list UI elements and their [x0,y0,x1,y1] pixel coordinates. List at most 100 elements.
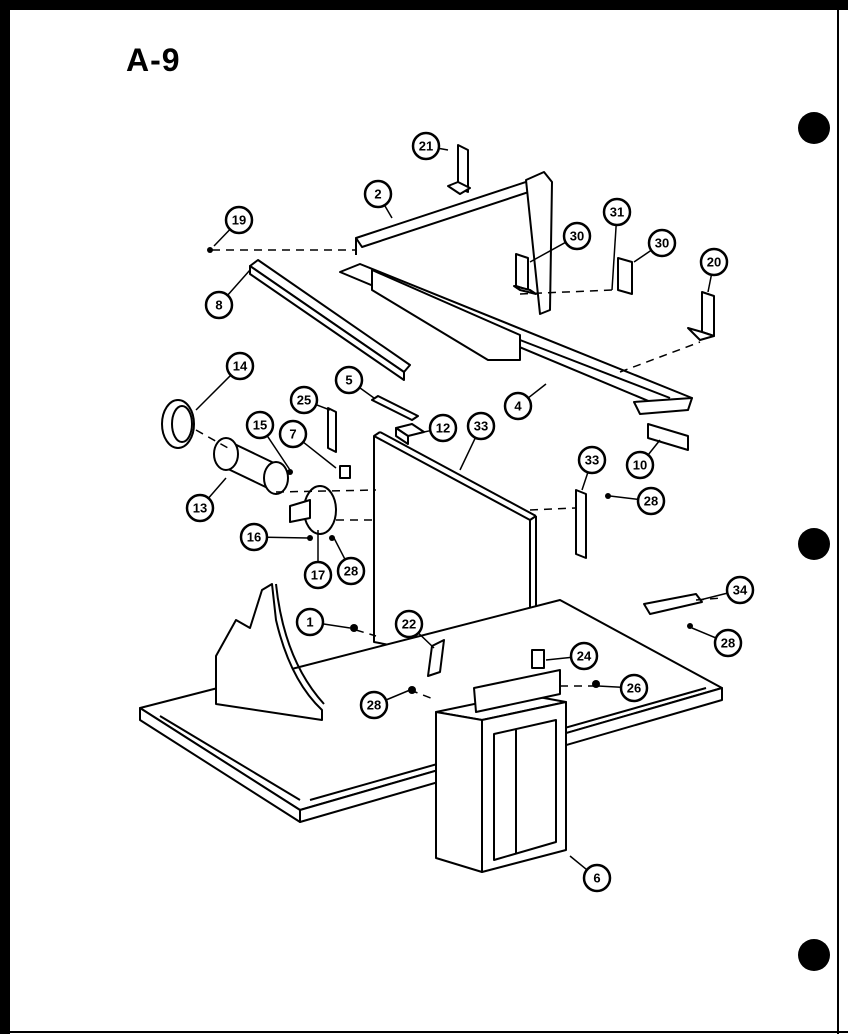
callout-21: 21 [411,131,449,161]
callout-circle [577,445,607,475]
callout-22: 22 [394,609,435,649]
callout-leader [195,374,232,411]
callout-circle [204,290,234,320]
page-title: A-9 [126,42,181,78]
binder-hole-top [798,112,830,144]
callout-circle [625,450,655,480]
callout-20: 20 [699,247,729,293]
callout-circle [619,673,649,703]
callout-4: 4 [503,383,547,421]
left-border [0,0,10,1034]
callout-25: 25 [289,385,331,415]
callout-circle [303,560,333,590]
bracket-part-10 [647,423,689,451]
callout-circle [725,575,755,605]
callout-34: 34 [699,575,755,605]
callout-28: 28 [609,486,666,516]
callout-circle [713,628,743,658]
bracket-part-24 [531,649,545,669]
callout-leader [359,386,375,399]
callout-number: 28 [721,636,735,651]
front-box-part-6 [435,669,567,873]
callout-1: 1 [295,607,351,637]
callout-number: 13 [193,501,207,516]
clip-part-7 [339,465,351,479]
callout-number: 26 [627,681,641,696]
callout-leader [315,403,331,411]
callout-7: 7 [278,419,337,469]
callout-leader [707,274,713,293]
callout-number: 22 [402,617,416,632]
callout-number: 33 [474,419,488,434]
callout-leader [581,472,589,491]
binder-hole-bottom [798,939,830,971]
bracket-30-right [617,257,633,295]
base-pan-part [139,599,723,823]
callout-5: 5 [334,365,375,399]
callout-leader [611,224,617,291]
callout-circle [224,205,254,235]
callout-15: 15 [245,410,291,471]
callout-number: 31 [610,205,624,220]
callout-number: 30 [655,236,669,251]
left-end-plate-part [215,583,325,721]
callout-number: 20 [707,255,721,270]
callout-number: 25 [297,393,311,408]
block-part-12 [395,423,425,445]
callout-number: 16 [247,530,261,545]
end-cap-part-14 [161,399,195,449]
callout-circle [428,413,458,443]
callout-circle [394,609,424,639]
callout-28: 28 [359,689,411,720]
callout-leader [699,592,728,601]
callout-19: 19 [213,205,254,247]
callout-circle [295,607,325,637]
bracket-25 [327,407,337,453]
callout-31: 31 [602,197,632,291]
callout-number: 28 [644,494,658,509]
callout-2: 2 [363,179,393,219]
callout-circle [647,228,677,258]
callout-leader [266,435,291,471]
callout-number: 21 [419,139,433,154]
bracket-30-left [513,253,537,295]
callout-number: 19 [232,213,246,228]
callout-leader [633,249,652,263]
callout-circle [602,197,632,227]
callout-circle [278,419,308,449]
callout-24: 24 [545,641,599,671]
callout-number: 28 [367,698,381,713]
callout-number: 7 [289,427,296,442]
callout-8: 8 [204,269,251,320]
callout-33: 33 [577,445,607,491]
callout-leader [647,439,661,456]
callout-leader [691,627,717,639]
callout-leader [302,441,337,469]
callout-number: 6 [593,871,600,886]
callout-number: 14 [233,359,248,374]
callout-30: 30 [633,228,677,263]
callout-13: 13 [185,477,227,523]
callout-leader [322,623,351,629]
callout-circle [363,179,393,209]
callout-33: 33 [459,411,496,471]
bracket-20 [687,291,715,341]
callout-number: 4 [514,399,522,414]
callout-number: 15 [253,418,267,433]
callout-leader [529,241,566,263]
callout-28: 28 [333,537,366,586]
top-cover-part [339,263,693,415]
callout-number: 34 [733,583,748,598]
callout-number: 17 [311,568,325,583]
callout-10: 10 [625,439,661,480]
callout-circle [636,486,666,516]
strip-part-34 [643,593,703,615]
callout-12: 12 [423,413,458,443]
callout-circle [562,221,592,251]
callout-circle [239,522,269,552]
callout-leader [459,437,477,471]
callout-leader [527,383,547,399]
